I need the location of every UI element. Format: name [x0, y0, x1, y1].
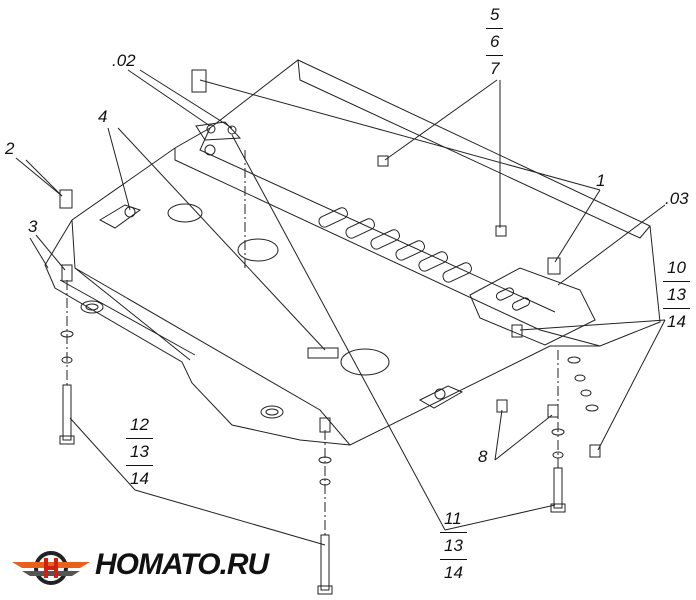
callout-6: 6: [486, 29, 504, 56]
callout-12: 12: [126, 412, 153, 439]
callout-8: 8: [478, 447, 488, 466]
callout-stack-11-13-14: 11 13 14: [440, 506, 467, 586]
callout-14: 14: [130, 469, 149, 488]
callout-2: 2: [5, 139, 15, 158]
callout-1: 1: [596, 171, 606, 190]
callout-5: 5: [486, 2, 504, 29]
callout-14: 14: [444, 563, 463, 582]
callout-03: .03: [665, 189, 689, 208]
callout-7: 7: [490, 59, 500, 78]
callout-14: 14: [667, 312, 686, 331]
callout-stack-5-6-7: 5 6 7: [486, 2, 504, 82]
skid-plate-outline: [44, 59, 661, 446]
winged-h-logo-icon: [12, 551, 90, 585]
callout-3: 3: [28, 217, 38, 236]
callout-4: 4: [98, 107, 108, 126]
callout-13: 13: [440, 533, 467, 560]
homato-logo: HOMATO.RU: [10, 548, 269, 588]
callout-11: 11: [440, 506, 467, 533]
callout-stack-10-13-14: 10 13 14: [663, 255, 690, 335]
callout-10: 10: [663, 255, 690, 282]
logo-text: HOMATO.RU: [95, 548, 269, 581]
vent-slots: [318, 207, 472, 283]
callout-13: 13: [126, 439, 153, 466]
callout-13: 13: [663, 282, 690, 309]
bolt-far-right: [567, 356, 601, 458]
callout-stack-12-13-14: 12 13 14: [126, 412, 153, 492]
callout-02: .02: [112, 51, 136, 70]
